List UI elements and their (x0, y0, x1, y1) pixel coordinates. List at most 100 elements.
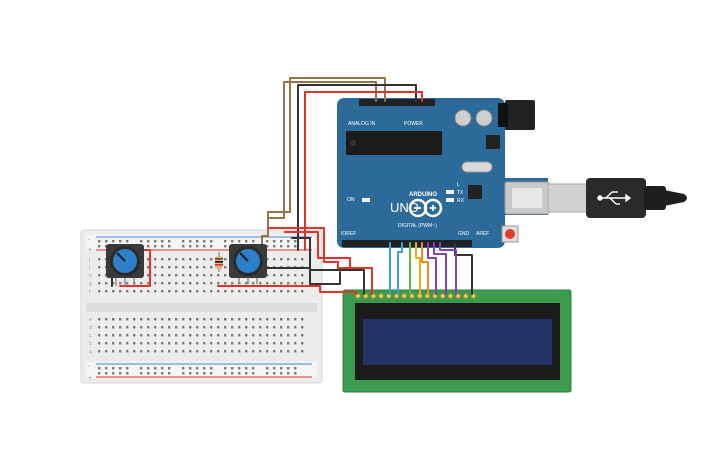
breadboard-hole[interactable] (168, 372, 171, 375)
breadboard-hole[interactable] (266, 334, 269, 337)
breadboard-hole[interactable] (140, 350, 143, 353)
breadboard-hole[interactable] (126, 282, 129, 285)
breadboard-hole[interactable] (196, 350, 199, 353)
breadboard-hole[interactable] (154, 282, 157, 285)
breadboard-hole[interactable] (98, 372, 101, 375)
breadboard-hole[interactable] (294, 350, 297, 353)
breadboard-hole[interactable] (287, 282, 290, 285)
breadboard-hole[interactable] (168, 326, 171, 329)
breadboard-hole[interactable] (189, 372, 192, 375)
breadboard-hole[interactable] (280, 258, 283, 261)
breadboard-hole[interactable] (168, 290, 171, 293)
breadboard-hole[interactable] (182, 258, 185, 261)
breadboard-hole[interactable] (301, 334, 304, 337)
breadboard-hole[interactable] (105, 290, 108, 293)
breadboard-hole[interactable] (182, 240, 185, 243)
arduino-uno[interactable]: UNO ARDUINO POWER ANALOG IN DIGITAL (PWM… (337, 98, 550, 248)
breadboard-hole[interactable] (252, 334, 255, 337)
breadboard-hole[interactable] (280, 334, 283, 337)
breadboard-hole[interactable] (189, 326, 192, 329)
breadboard-hole[interactable] (224, 274, 227, 277)
breadboard-hole[interactable] (112, 282, 115, 285)
breadboard-hole[interactable] (119, 290, 122, 293)
breadboard-hole[interactable] (301, 350, 304, 353)
breadboard-hole[interactable] (133, 350, 136, 353)
breadboard-hole[interactable] (273, 240, 276, 243)
breadboard-hole[interactable] (266, 326, 269, 329)
breadboard-hole[interactable] (266, 318, 269, 321)
breadboard-hole[interactable] (147, 282, 150, 285)
breadboard-hole[interactable] (259, 318, 262, 321)
breadboard-hole[interactable] (287, 350, 290, 353)
breadboard-hole[interactable] (98, 245, 101, 248)
wire-yellow-d4[interactable] (415, 242, 421, 295)
breadboard-hole[interactable] (245, 334, 248, 337)
breadboard-hole[interactable] (301, 318, 304, 321)
breadboard-hole[interactable] (245, 290, 248, 293)
breadboard-hole[interactable] (105, 372, 108, 375)
breadboard-hole[interactable] (266, 350, 269, 353)
breadboard-hole[interactable] (105, 282, 108, 285)
breadboard-hole[interactable] (168, 266, 171, 269)
breadboard-hole[interactable] (119, 334, 122, 337)
breadboard-hole[interactable] (273, 282, 276, 285)
breadboard-hole[interactable] (210, 240, 213, 243)
breadboard-hole[interactable] (224, 326, 227, 329)
breadboard-hole[interactable] (266, 367, 269, 370)
breadboard-hole[interactable] (245, 372, 248, 375)
breadboard-hole[interactable] (280, 240, 283, 243)
breadboard-hole[interactable] (140, 334, 143, 337)
breadboard-hole[interactable] (147, 372, 150, 375)
breadboard-hole[interactable] (196, 274, 199, 277)
breadboard-hole[interactable] (147, 245, 150, 248)
breadboard-hole[interactable] (287, 372, 290, 375)
breadboard-hole[interactable] (161, 290, 164, 293)
breadboard-hole[interactable] (231, 282, 234, 285)
breadboard-hole[interactable] (245, 367, 248, 370)
breadboard-hole[interactable] (238, 318, 241, 321)
breadboard-hole[interactable] (266, 258, 269, 261)
breadboard-hole[interactable] (273, 326, 276, 329)
breadboard-hole[interactable] (126, 318, 129, 321)
breadboard-hole[interactable] (203, 318, 206, 321)
breadboard-hole[interactable] (147, 318, 150, 321)
breadboard-hole[interactable] (105, 342, 108, 345)
breadboard-hole[interactable] (301, 326, 304, 329)
breadboard-hole[interactable] (287, 342, 290, 345)
breadboard-hole[interactable] (224, 245, 227, 248)
breadboard-hole[interactable] (196, 367, 199, 370)
breadboard-hole[interactable] (140, 290, 143, 293)
breadboard-hole[interactable] (203, 240, 206, 243)
breadboard-hole[interactable] (203, 290, 206, 293)
breadboard-hole[interactable] (259, 350, 262, 353)
breadboard-hole[interactable] (280, 326, 283, 329)
breadboard-hole[interactable] (217, 274, 220, 277)
breadboard-hole[interactable] (280, 274, 283, 277)
breadboard-hole[interactable] (210, 245, 213, 248)
breadboard-hole[interactable] (189, 240, 192, 243)
breadboard-hole[interactable] (161, 342, 164, 345)
breadboard-hole[interactable] (224, 318, 227, 321)
breadboard-hole[interactable] (154, 342, 157, 345)
breadboard-hole[interactable] (196, 326, 199, 329)
breadboard-hole[interactable] (231, 367, 234, 370)
breadboard-hole[interactable] (154, 240, 157, 243)
breadboard-hole[interactable] (147, 290, 150, 293)
breadboard-hole[interactable] (301, 342, 304, 345)
breadboard-hole[interactable] (231, 240, 234, 243)
breadboard-hole[interactable] (294, 290, 297, 293)
breadboard-hole[interactable] (175, 274, 178, 277)
breadboard-hole[interactable] (203, 245, 206, 248)
breadboard-hole[interactable] (252, 372, 255, 375)
breadboard-hole[interactable] (210, 282, 213, 285)
lcd-pin[interactable] (355, 293, 361, 299)
breadboard-hole[interactable] (133, 342, 136, 345)
breadboard-hole[interactable] (273, 342, 276, 345)
breadboard-hole[interactable] (182, 334, 185, 337)
wire-black-breadboard[interactable] (257, 267, 341, 285)
breadboard-hole[interactable] (196, 342, 199, 345)
breadboard-hole[interactable] (168, 334, 171, 337)
breadboard-hole[interactable] (126, 326, 129, 329)
breadboard-hole[interactable] (203, 282, 206, 285)
breadboard-hole[interactable] (189, 258, 192, 261)
